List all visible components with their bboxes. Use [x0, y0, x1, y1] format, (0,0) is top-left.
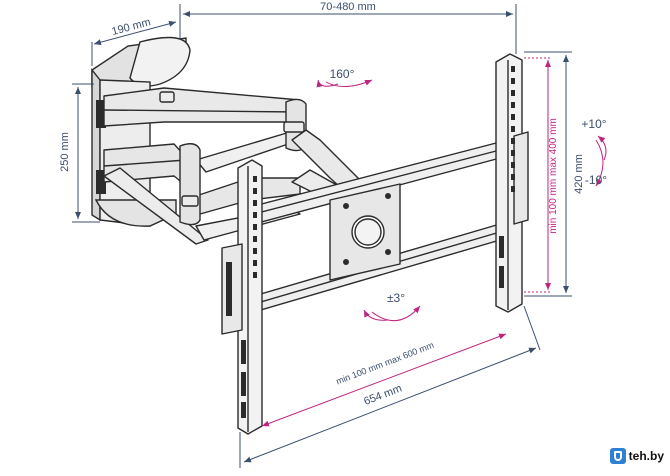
wall-plate-width-label: 190 mm [110, 16, 152, 38]
vertical-vesa-label: min 100 mm max 400 mm [548, 118, 559, 234]
dimension-lines [72, 4, 572, 468]
watermark: teh.by [609, 447, 664, 465]
tilt-up-label: +10° [581, 117, 606, 131]
swivel-angle-label: 160° [330, 67, 355, 81]
vesa-dimensions [261, 57, 607, 427]
tilt-down-label: -10° [585, 173, 607, 187]
cup-icon [609, 448, 626, 464]
watermark-text: teh.by [628, 449, 664, 463]
left-rail-slots [241, 176, 257, 418]
top-width-label: 70-480 mm [320, 1, 376, 13]
wall-plate-height-label: 250 mm [59, 132, 71, 172]
bracket-height-label: 420 mm [573, 154, 585, 194]
tv-bracket [221, 53, 529, 435]
rotation-angle-label: ±3° [387, 291, 405, 305]
right-rail-slots [499, 66, 515, 288]
